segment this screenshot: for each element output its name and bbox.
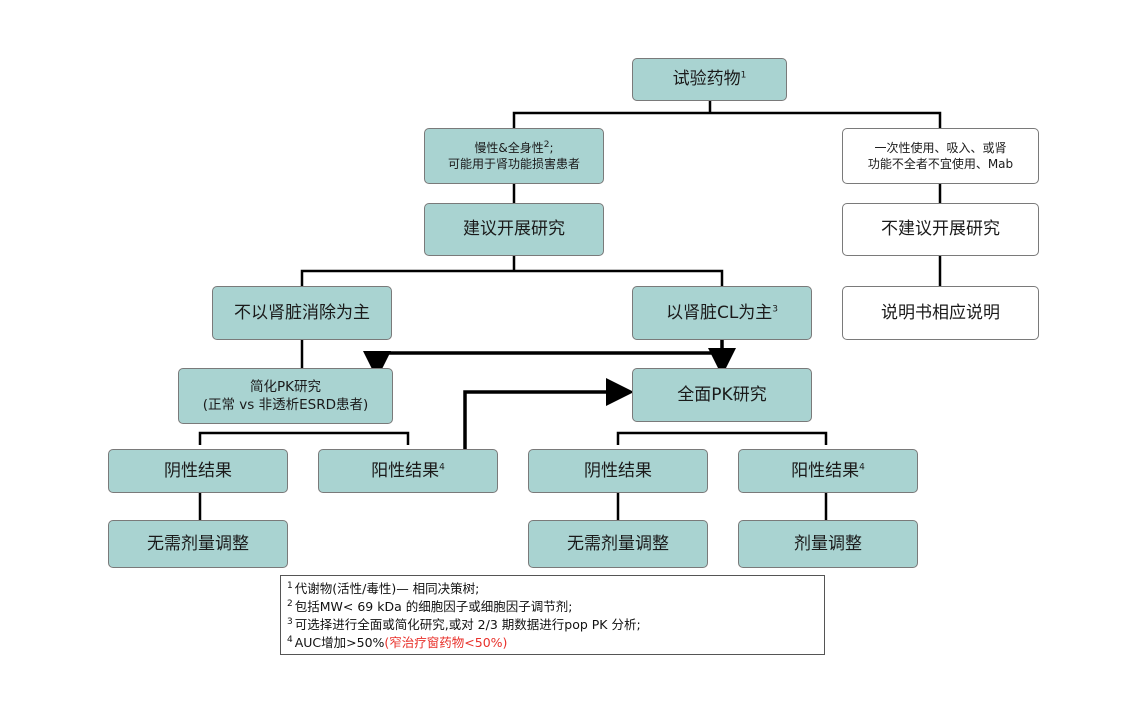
node-renal-clearance: 以肾脏CL为主3: [632, 286, 812, 340]
node-reduced-pk-study: 简化PK研究 (正常 vs 非透析ESRD患者): [178, 368, 393, 424]
node-text: ;: [549, 140, 554, 155]
node-non-renal-elimination: 不以肾脏消除为主: [212, 286, 392, 340]
footnote-text: 代谢物(活性/毒性)— 相同决策树;: [294, 581, 480, 596]
node-text: 无需剂量调整: [147, 533, 249, 554]
arrow-posleft-to-full: [463, 378, 634, 449]
footnote-ref: 2: [543, 139, 550, 150]
footnote-text: 可选择进行全面或简化研究,或对 2/3 期数据进行pop PK 分析;: [294, 617, 641, 632]
node-positive-result-right: 阳性结果4: [738, 449, 918, 493]
footnote-number: 3: [287, 616, 293, 627]
node-text: 简化PK研究: [250, 378, 321, 395]
node-text: 阳性结果: [371, 460, 440, 481]
footnote-number: 2: [287, 598, 293, 609]
node-text: 以肾脏CL为主: [665, 302, 773, 323]
footnote-number: 4: [287, 634, 293, 645]
node-no-dose-adjustment-right: 无需剂量调整: [528, 520, 708, 568]
node-negative-result-right: 阴性结果: [528, 449, 708, 493]
footnote-number: 1: [287, 580, 293, 591]
connector-root-split: [512, 101, 942, 128]
arrow-renal-to-reduced: [363, 340, 724, 379]
node-chronic-systemic: 慢性&全身性2; 可能用于肾功能损害患者: [424, 128, 604, 184]
node-text: 功能不全者不宜使用、Mab: [867, 157, 1014, 171]
node-not-recommend-study: 不建议开展研究: [842, 203, 1039, 256]
node-text: 不建议开展研究: [881, 219, 1000, 240]
footnote-text: AUC增加>50%: [294, 635, 385, 650]
node-single-use: 一次性使用、吸入、或肾 功能不全者不宜使用、Mab: [842, 128, 1039, 184]
node-text: 不以肾脏消除为主: [234, 302, 370, 323]
footnote-ref: 4: [439, 461, 445, 472]
node-text: 剂量调整: [794, 533, 862, 554]
node-text: 阳性结果: [791, 460, 860, 481]
node-text: 建议开展研究: [463, 219, 565, 240]
node-full-pk-study: 全面PK研究: [632, 368, 812, 422]
node-positive-result-left: 阳性结果4: [318, 449, 498, 493]
footnote-text: 包括MW< 69 kDa 的细胞因子或细胞因子调节剂;: [294, 599, 573, 614]
node-text: 全面PK研究: [677, 384, 767, 405]
node-text: 阴性结果: [584, 460, 652, 481]
node-text: 无需剂量调整: [567, 533, 669, 554]
footnote-ref: 4: [859, 461, 865, 472]
node-label-note: 说明书相应说明: [842, 286, 1039, 340]
node-recommend-study: 建议开展研究: [424, 203, 604, 256]
connector-recommend-split: [300, 256, 724, 286]
node-text: 试验药物: [672, 69, 741, 90]
node-text: 可能用于肾功能损害患者: [447, 157, 580, 171]
node-text: (正常 vs 非透析ESRD患者): [202, 397, 369, 413]
node-text: 说明书相应说明: [881, 302, 1000, 323]
node-text: 阴性结果: [164, 460, 232, 481]
node-text: 慢性&全身性: [474, 140, 544, 155]
node-negative-result-left: 阴性结果: [108, 449, 288, 493]
footnote-ref: 3: [772, 303, 779, 314]
node-investigational-drug: 试验药物1: [632, 58, 787, 101]
node-text: 一次性使用、吸入、或肾: [874, 140, 1007, 155]
footnote-highlight-text: (窄治疗窗药物<50%): [384, 635, 508, 650]
footnote-ref: 1: [740, 70, 747, 81]
node-no-dose-adjustment-left: 无需剂量调整: [108, 520, 288, 568]
node-dose-adjustment: 剂量调整: [738, 520, 918, 568]
connector-full-split: [616, 431, 828, 445]
connector-reduced-split: [198, 431, 410, 445]
